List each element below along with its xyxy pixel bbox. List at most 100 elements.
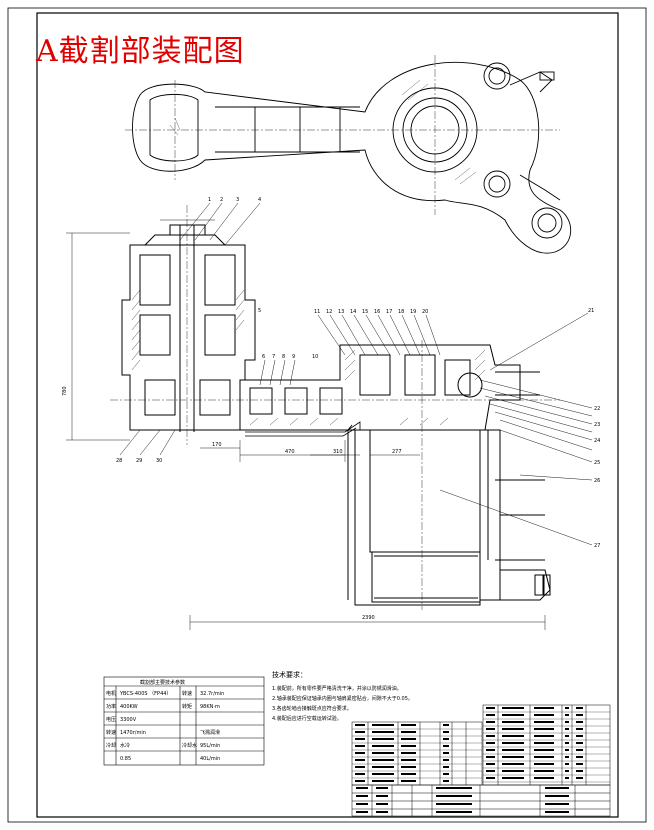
bom-text-mark: [443, 759, 449, 761]
bom-text-mark: [576, 707, 583, 709]
bom-text-mark: [565, 777, 569, 779]
bom-text-mark: [443, 738, 449, 740]
bom-text-mark: [443, 766, 449, 768]
bom-text-mark: [545, 787, 569, 789]
bom-text-mark: [401, 759, 416, 761]
part-number: 15: [362, 309, 368, 315]
part-number: 4: [258, 197, 261, 203]
bom-text-mark: [565, 714, 569, 716]
bom-text-mark: [486, 763, 495, 765]
bom-text-mark: [486, 770, 495, 772]
bom-text-mark: [436, 803, 472, 805]
spec-key: 电机: [106, 690, 116, 697]
bom-text-mark: [534, 763, 554, 765]
bom-text-mark: [355, 780, 365, 782]
bom-text-mark: [565, 707, 569, 709]
bom-text-mark: [576, 749, 583, 751]
bom-text-mark: [356, 811, 368, 813]
bom-text-mark: [534, 777, 554, 779]
part-number: 29: [136, 458, 142, 464]
spec-key: 功率: [106, 703, 116, 710]
bom-text-mark: [401, 766, 416, 768]
part-number: 8: [282, 354, 285, 360]
bom-text-mark: [372, 780, 394, 782]
bom-text-mark: [356, 795, 368, 797]
part-number: 11: [314, 309, 320, 315]
bom-text-mark: [372, 731, 394, 733]
bom-text-mark: [502, 756, 524, 758]
inner-border: [36, 12, 619, 818]
bom-text-mark: [545, 803, 569, 805]
hatch-top: [169, 79, 477, 185]
bom-text-mark: [502, 742, 524, 744]
bom-text-mark: [372, 759, 394, 761]
bom-text-mark: [376, 811, 388, 813]
bom-rows: [352, 711, 610, 783]
part-number: 7: [272, 354, 275, 360]
part-number: 2: [220, 197, 223, 203]
bom-text-mark: [356, 803, 368, 805]
bom-text-mark: [486, 742, 495, 744]
part-number: 24: [594, 438, 600, 444]
spec-value: 98KN·m: [200, 704, 220, 710]
bom-text-mark: [443, 773, 449, 775]
bom-text-mark: [486, 728, 495, 730]
bom-text-mark: [534, 735, 554, 737]
bom-text-mark: [372, 752, 394, 754]
part-number: 19: [410, 309, 416, 315]
bom-text-mark: [565, 749, 569, 751]
bom-text-mark: [565, 735, 569, 737]
bom-text-mark: [355, 766, 365, 768]
spec-value: 95L/min: [200, 743, 220, 749]
bom-text-mark: [576, 777, 583, 779]
bom-text-mark: [443, 780, 449, 782]
dim-d3: 310: [333, 449, 343, 455]
bom-text-mark: [576, 728, 583, 730]
dimension-labels: 2390 780 170 470 310 277: [62, 386, 402, 621]
spec-value: YBCS-400S （FP44）: [119, 691, 171, 697]
tech-req-item: 1.装配前，所有零件要严格清洗干净，并涂以防锈润滑油。: [272, 685, 402, 692]
bom-text-mark: [436, 811, 472, 813]
bom-text-mark: [502, 770, 524, 772]
bom-table: [351, 704, 611, 817]
spec-value: 32.7r/min: [200, 691, 224, 697]
spec-value: 400KW: [120, 704, 138, 710]
bom-text-mark: [534, 742, 554, 744]
part-number: 5: [258, 308, 261, 314]
spec-key: 转矩: [182, 703, 192, 710]
dim-overall-length: 2390: [362, 615, 375, 621]
bom-text-mark: [401, 745, 416, 747]
part-number: 23: [594, 422, 600, 428]
bom-text-mark: [372, 773, 394, 775]
bom-text-mark: [576, 770, 583, 772]
bom-text-mark: [565, 770, 569, 772]
bom-text-mark: [355, 731, 365, 733]
bom-text-mark: [401, 773, 416, 775]
bom-text-mark: [534, 728, 554, 730]
bom-text-mark: [401, 738, 416, 740]
part-number: 21: [588, 308, 594, 314]
bom-text-mark: [534, 749, 554, 751]
drum-housing: [340, 424, 551, 606]
bom-text-mark: [565, 742, 569, 744]
bom-text-mark: [502, 707, 524, 709]
bom-text-mark: [486, 756, 495, 758]
bom-text-mark: [436, 787, 472, 789]
spec-value: 40L/min: [200, 756, 220, 762]
tech-req-item: 2.轴承装配应保证轴承内圈与轴肩紧密贴合，间隙不大于0.05。: [272, 695, 413, 702]
part-number: 22: [594, 406, 600, 412]
drawing-title: A截割部装配图: [36, 34, 245, 69]
part-number: 3: [236, 197, 239, 203]
bom-text-mark: [372, 724, 394, 726]
bom-text-mark: [502, 749, 524, 751]
bom-text-mark: [355, 773, 365, 775]
centerlines-top: [125, 55, 560, 215]
section-hatching: [131, 289, 486, 426]
bom-text-mark: [534, 721, 554, 723]
centerlines-main: [110, 205, 560, 610]
bom-text-mark: [576, 763, 583, 765]
bom-text-mark: [576, 714, 583, 716]
bom-text-mark: [545, 795, 569, 797]
bom-text-mark: [486, 707, 495, 709]
bom-text-marks: [355, 707, 583, 813]
